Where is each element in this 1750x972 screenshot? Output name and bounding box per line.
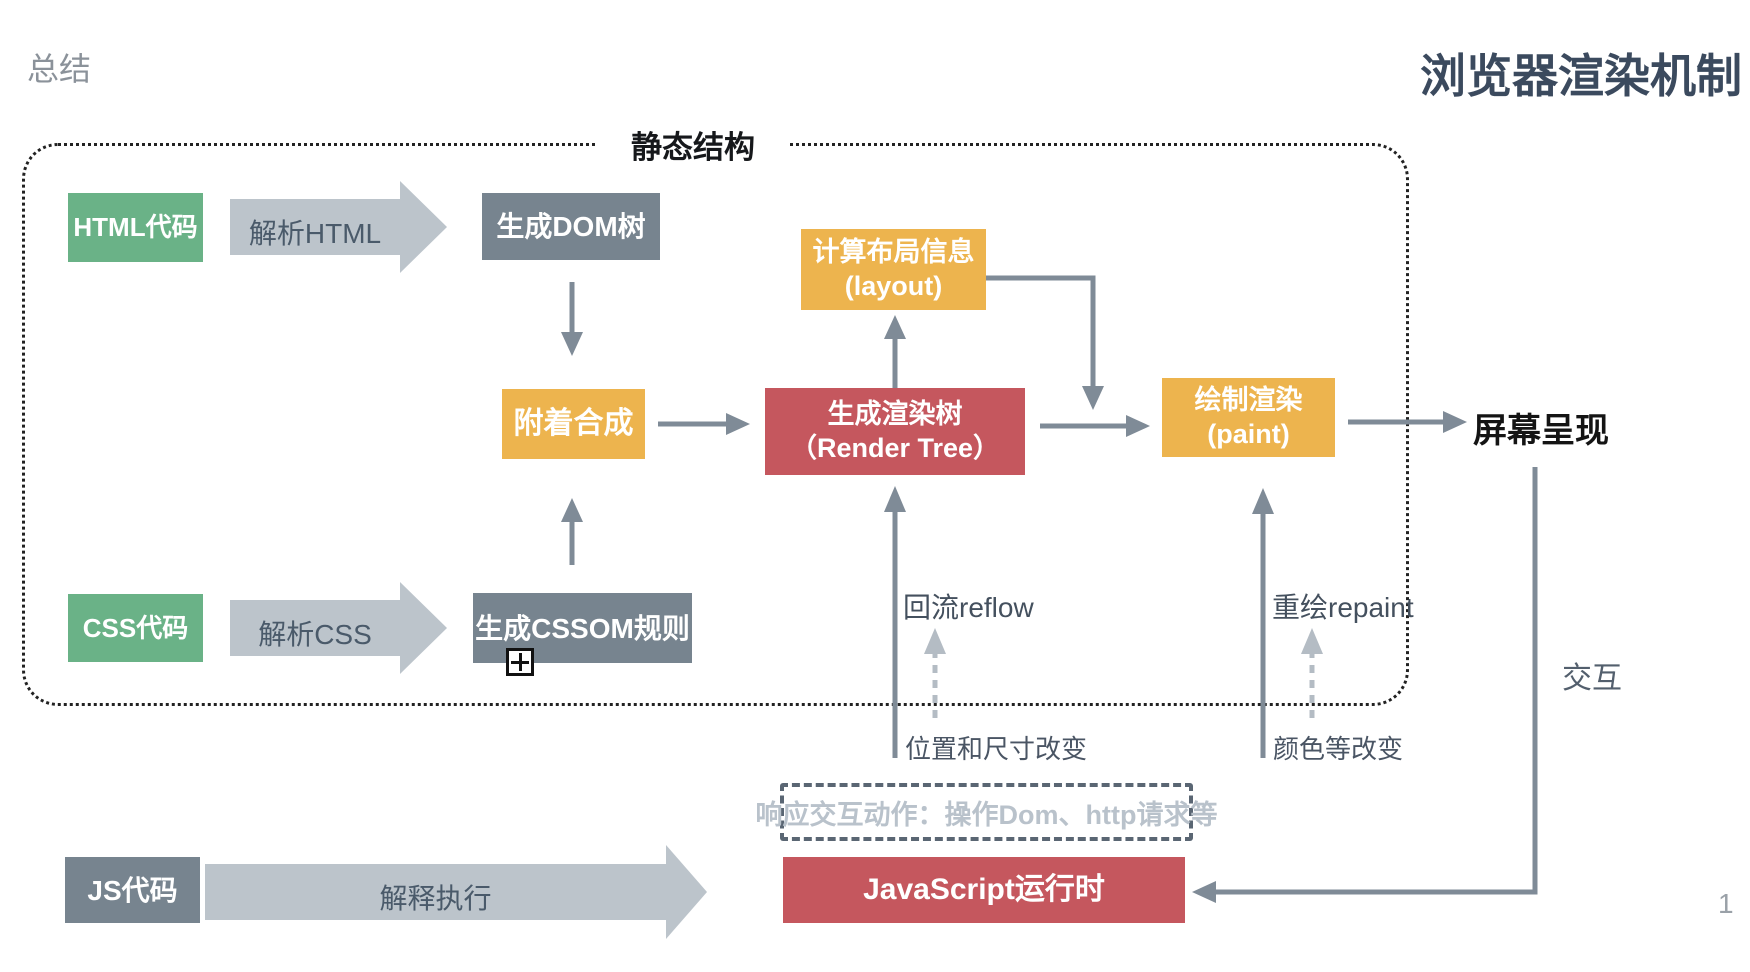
dom-tree-box: 生成DOM树 xyxy=(482,193,660,260)
repaint-trigger-dashed-arrow xyxy=(1301,628,1323,718)
paint-label-line1: 绘制渲染 xyxy=(1194,384,1303,415)
repaint-cause-label: 颜色等改变 xyxy=(1273,734,1404,764)
css-source-label: CSS代码 xyxy=(82,612,189,643)
repaint-arrow xyxy=(1252,488,1274,758)
layout-label-line1: 计算布局信息 xyxy=(812,236,975,267)
interpret-execute-arrow xyxy=(205,845,707,939)
screen-to-jsruntime-elbow-arrow xyxy=(1192,467,1538,903)
js-source-label: JS代码 xyxy=(87,874,178,906)
js-runtime-label: JavaScript运行时 xyxy=(863,873,1105,907)
paint-to-screen-arrow xyxy=(1348,411,1467,433)
render-tree-box: 生成渲染树 （Render Tree） xyxy=(765,388,1025,475)
page-number: 1 xyxy=(1718,888,1734,919)
html-source-box: HTML代码 xyxy=(68,193,203,262)
summary-label: 总结 xyxy=(27,51,92,87)
page-title: 浏览器渲染机制 xyxy=(1420,50,1742,102)
js-runtime-box: JavaScript运行时 xyxy=(783,857,1185,923)
reflow-cause-label: 位置和尺寸改变 xyxy=(905,734,1088,764)
render-tree-label-line2: （Render Tree） xyxy=(789,432,1001,463)
paint-box: 绘制渲染 (paint) xyxy=(1162,378,1335,457)
attach-box: 附着合成 xyxy=(502,389,645,459)
paint-label-line2: (paint) xyxy=(1207,418,1290,449)
interaction-response-label: 响应交互动作：操作Dom、http请求等 xyxy=(755,799,1218,830)
rendertree-to-paint-arrow xyxy=(1040,415,1150,437)
reflow-trigger-dashed-arrow xyxy=(924,628,946,718)
reflow-arrow xyxy=(884,486,906,758)
reflow-label: 回流reflow xyxy=(903,592,1034,623)
dom-tree-label: 生成DOM树 xyxy=(496,211,646,242)
parse-css-arrow xyxy=(230,582,447,674)
attach-to-rendertree-arrow xyxy=(658,413,750,435)
dom-to-attach-arrow xyxy=(561,282,583,356)
attach-label: 附着合成 xyxy=(513,407,634,441)
layout-box: 计算布局信息 (layout) xyxy=(801,229,986,310)
parse-html-arrow xyxy=(230,181,447,273)
parse-css-label: 解析CSS xyxy=(258,619,372,650)
render-tree-label-line1: 生成渲染树 xyxy=(827,398,963,429)
js-source-box: JS代码 xyxy=(65,857,200,923)
cssom-label: 生成CSSOM规则 xyxy=(475,612,690,644)
static-structure-label: 静态结构 xyxy=(598,122,788,166)
rendertree-to-layout-arrow xyxy=(884,315,906,390)
repaint-label: 重绘repaint xyxy=(1272,592,1414,623)
interaction-response-box: 响应交互动作：操作Dom、http请求等 xyxy=(756,783,1217,841)
css-source-box: CSS代码 xyxy=(68,594,203,662)
cssom-to-attach-arrow xyxy=(561,498,583,565)
interpret-execute-label: 解释执行 xyxy=(379,883,492,914)
layout-to-paint-elbow-arrow xyxy=(986,275,1104,410)
parse-html-label: 解析HTML xyxy=(248,218,382,249)
screen-label: 屏幕呈现 xyxy=(1473,412,1609,450)
plus-box-icon xyxy=(506,648,534,676)
html-source-label: HTML代码 xyxy=(73,212,198,243)
layout-label-line2: (layout) xyxy=(844,270,943,301)
interaction-label: 交互 xyxy=(1562,662,1622,695)
